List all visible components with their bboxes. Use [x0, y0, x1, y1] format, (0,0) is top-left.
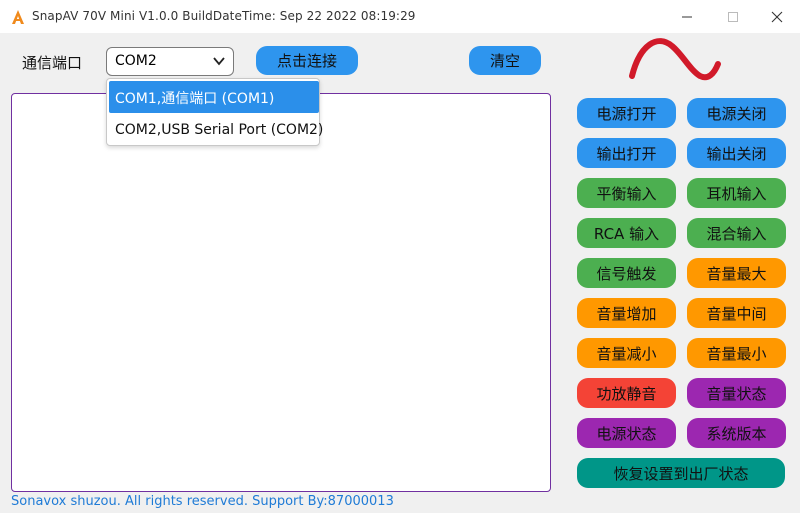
system-version-button[interactable]: 系统版本	[687, 418, 786, 448]
signal-trigger-button[interactable]: 信号触发	[577, 258, 676, 288]
minimize-icon	[682, 16, 692, 17]
minimize-button[interactable]	[664, 0, 710, 33]
factory-reset-button[interactable]: 恢复设置到出厂状态	[577, 458, 785, 488]
footer-text: Sonavox shuzou. All rights reserved. Sup…	[11, 494, 394, 509]
volume-down-button[interactable]: 音量减小	[577, 338, 676, 368]
sine-wave-logo-icon	[629, 38, 721, 81]
headphone-input-button[interactable]: 耳机输入	[687, 178, 786, 208]
volume-min-button[interactable]: 音量最小	[687, 338, 786, 368]
power-status-button[interactable]: 电源状态	[577, 418, 676, 448]
maximize-icon	[728, 11, 738, 22]
balanced-input-button[interactable]: 平衡输入	[577, 178, 676, 208]
port-dropdown-list: COM1,通信端口 (COM1) COM2,USB Serial Port (C…	[106, 78, 324, 146]
close-icon	[771, 11, 783, 22]
volume-up-button[interactable]: 音量增加	[577, 298, 676, 328]
rca-input-button[interactable]: RCA 输入	[577, 218, 676, 248]
port-select[interactable]: COM2	[106, 47, 234, 76]
title-bar: SnapAV 70V Mini V1.0.0 BuildDateTime: Se…	[0, 0, 800, 33]
output-off-button[interactable]: 输出关闭	[687, 138, 786, 168]
log-output-area[interactable]	[11, 93, 551, 492]
output-on-button[interactable]: 输出打开	[577, 138, 676, 168]
window-title: SnapAV 70V Mini V1.0.0 BuildDateTime: Se…	[32, 9, 416, 23]
volume-mid-button[interactable]: 音量中间	[687, 298, 786, 328]
mixed-input-button[interactable]: 混合输入	[687, 218, 786, 248]
app-logo-icon	[12, 10, 24, 24]
port-label: 通信端口	[22, 54, 83, 72]
port-select-value: COM2	[115, 53, 157, 69]
volume-max-button[interactable]: 音量最大	[687, 258, 786, 288]
connect-button[interactable]: 点击连接	[256, 46, 358, 75]
amp-mute-button[interactable]: 功放静音	[577, 378, 676, 408]
maximize-button[interactable]	[710, 0, 756, 33]
dropdown-option-com1[interactable]: COM1,通信端口 (COM1)	[109, 81, 319, 113]
volume-status-button[interactable]: 音量状态	[687, 378, 786, 408]
clear-button[interactable]: 清空	[469, 46, 541, 75]
close-button[interactable]	[754, 0, 800, 33]
chevron-down-icon	[213, 57, 225, 66]
dropdown-option-com2[interactable]: COM2,USB Serial Port (COM2)	[115, 122, 324, 138]
power-on-button[interactable]: 电源打开	[577, 98, 676, 128]
power-off-button[interactable]: 电源关闭	[687, 98, 786, 128]
